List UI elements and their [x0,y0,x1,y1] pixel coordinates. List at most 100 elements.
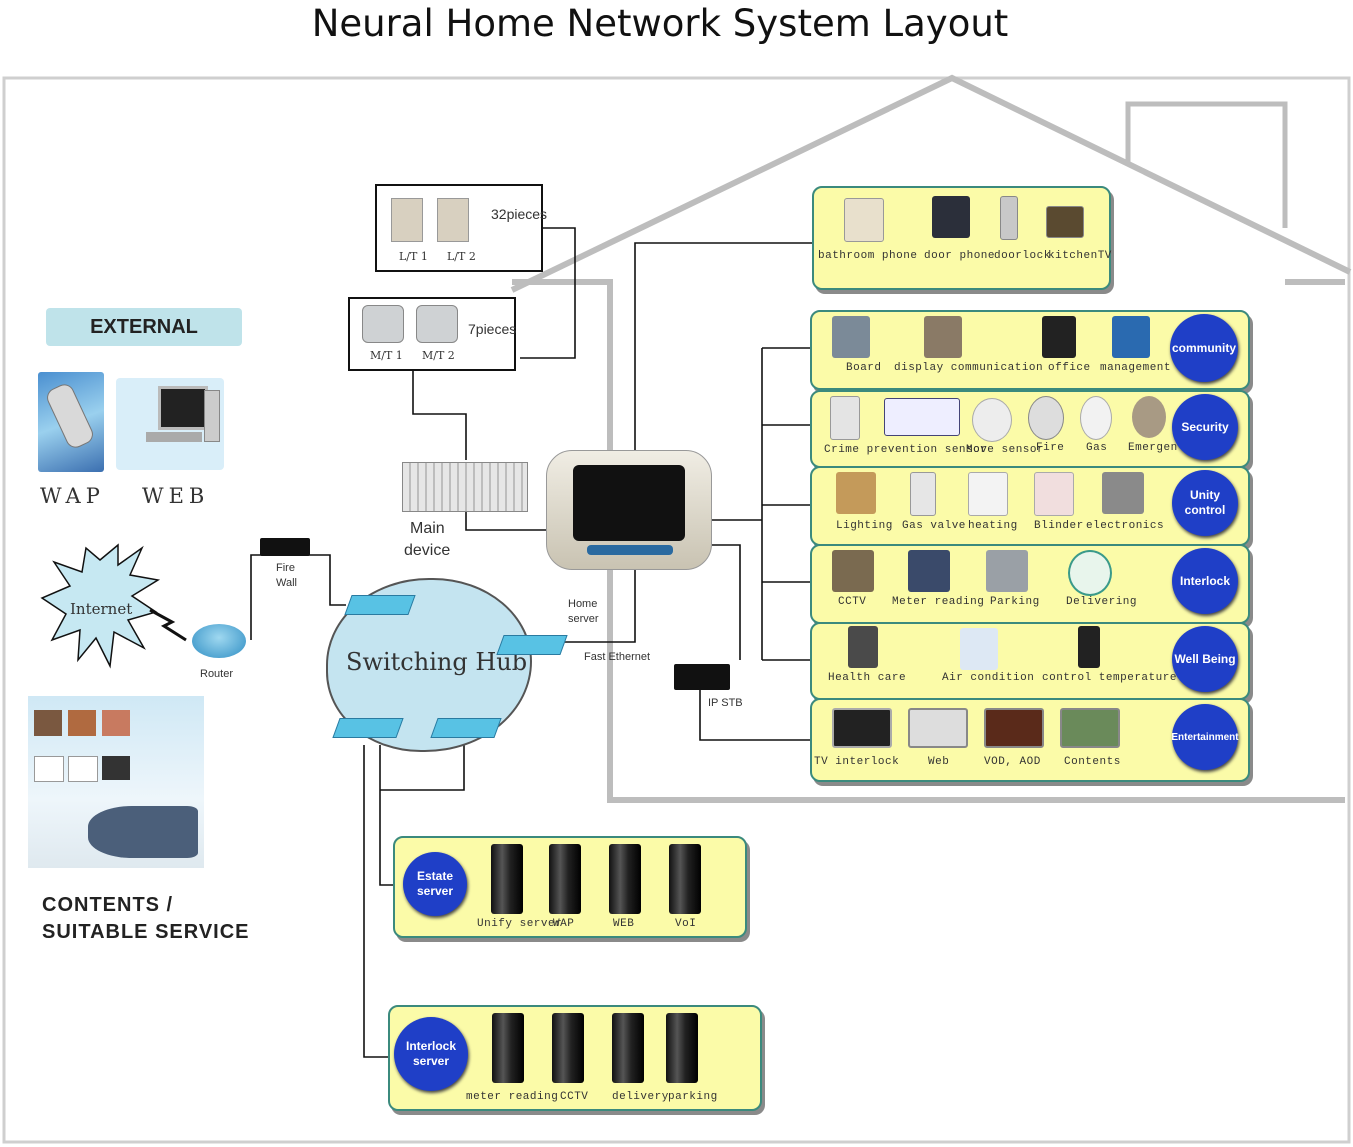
computer-icon [116,378,224,470]
group-wellbeing-panel: Health care Air condition control temper… [810,622,1250,700]
server-label: WEB [613,918,635,930]
server-tower-icon [552,1013,584,1083]
device-label: Web [928,756,950,768]
contents-image [28,696,204,868]
emergency-icon [1132,396,1166,438]
server-tower-icon [612,1013,644,1083]
management-icon [1112,316,1150,358]
group-top-panel: bathroom phone door phone doorlock kitch… [812,186,1111,290]
contents-icon [1060,708,1120,748]
device-label: Air condition [942,672,1035,684]
device-label: Gas valve [902,520,966,532]
server-tower-icon [492,1013,524,1083]
lt2-label: L/T 2 [447,250,476,263]
switch-icon [430,718,502,738]
estate-badge-line1: Estate [416,869,454,883]
tv-interlock-icon [832,708,892,748]
device-label: TV interlock [814,756,900,768]
wellbeing-badge: Well Being [1172,626,1238,692]
device-label: kitchenTV [1048,250,1112,262]
device-label: electronics [1086,520,1165,532]
main-device-label-2: device [404,542,451,559]
device-label: management [1100,362,1172,374]
firewall-label-2: Wall [276,577,297,589]
board-icon [832,316,870,358]
bathroom-phone-icon [844,198,884,242]
main-device-label-1: Main [410,520,445,537]
entertainment-badge: Entertainment [1171,704,1239,770]
home-server-label-2: server [568,613,599,625]
server-tower-icon [491,844,523,914]
home-server-icon [546,450,712,570]
unity-badge-line1: Unity [1190,488,1220,502]
device-label: Lighting [836,520,893,532]
fire-icon [1028,396,1064,440]
internet-label: Internet [70,600,133,618]
router-icon [192,624,246,658]
heating-icon [968,472,1008,516]
contents-label-line2: SUITABLE SERVICE [42,921,250,943]
device-label: Emergen [1128,442,1178,454]
lt2-icon [437,198,469,242]
estate-server-badge: Estate server [403,852,467,916]
interlock-badge: Interlock [1172,548,1238,614]
firewall-label-1: Fire [276,562,295,574]
page-title: Neural Home Network System Layout [311,2,1009,45]
parking-icon [986,550,1028,592]
external-badge: EXTERNAL [46,308,242,346]
lt-terminal-box: L/T 1 L/T 2 32pieces [375,184,547,272]
switch-icon [344,595,416,615]
mt1-label: M/T 1 [370,349,403,362]
fast-ethernet-label: Fast Ethernet [584,651,651,663]
server-label: VoI [675,918,697,930]
contents-service-label: CONTENTS / SUITABLE SERVICE [42,892,250,946]
community-badge: community [1170,314,1238,382]
web-label: WEB [142,484,210,508]
device-label: Board [846,362,882,374]
mt-count: 7pieces [468,321,517,337]
server-label: meter reading [466,1091,559,1103]
group-entertainment-panel: TV interlock Web VOD, AOD Contents Enter… [810,698,1250,782]
group-community-panel: Board display communication office manag… [810,310,1250,390]
server-tower-icon [549,844,581,914]
device-label: Gas [1086,442,1108,454]
contents-label-line1: CONTENTS / [42,894,174,916]
interlock-server-badge: Interlock server [394,1017,468,1091]
group-unity-panel: Lighting Gas valve heating Blinder elect… [810,466,1250,546]
phone-icon [38,372,104,472]
device-label: Delivering [1066,596,1138,608]
electronics-icon [1102,472,1144,514]
device-label: display communication [894,362,1044,374]
switch-icon [496,635,568,655]
ip-stb-label: IP STB [708,697,743,709]
server-tower-icon [609,844,641,914]
home-server-label-1: Home [568,598,598,610]
server-label: Unify server [477,918,563,930]
kitchen-tv-icon [1046,206,1084,238]
device-label: control temperature [1042,672,1177,684]
device-label: Move sensor [966,444,1045,456]
web-icon [908,708,968,748]
server-label: WAP [553,918,575,930]
lt-count: 32pieces [491,206,548,222]
health-care-icon [848,626,878,668]
firewall-icon [260,538,310,556]
lt1-icon [391,198,423,242]
group-security-panel: Crime prevention sensor Move sensor Fire… [810,390,1250,468]
router-label: Router [200,668,234,680]
gas-icon [1080,396,1112,440]
device-label: heating [968,520,1018,532]
server-label: CCTV [560,1091,589,1103]
mt2-icon [416,305,458,343]
device-label: VOD, AOD [984,756,1041,768]
interlock-server-panel: Interlock server meter reading CCTV deli… [388,1005,762,1111]
device-label: Blinder [1034,520,1084,532]
ip-stb-icon [674,664,730,690]
estate-server-panel: Estate server Unify server WAP WEB VoI [393,836,747,938]
server-tower-icon [669,844,701,914]
server-label: parking [668,1091,718,1103]
main-device-icon [402,462,528,512]
control-temperature-icon [1078,626,1100,668]
lighting-icon [836,472,876,514]
